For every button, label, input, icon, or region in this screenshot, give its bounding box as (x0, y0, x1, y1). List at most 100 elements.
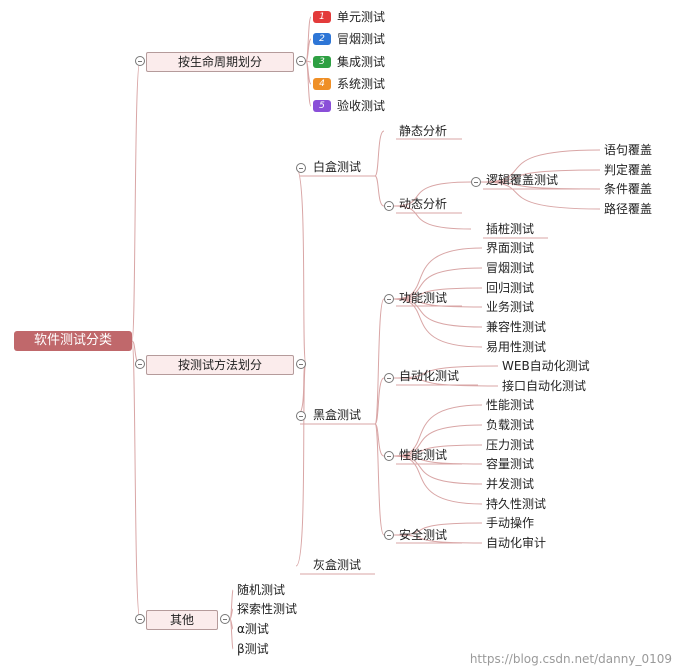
connector-line (393, 247, 483, 300)
collapse-method-children-icon[interactable] (296, 359, 306, 369)
node-method[interactable]: 按测试方法划分 (146, 355, 294, 375)
lifecycle-item-unit[interactable]: 单元测试 (337, 10, 386, 24)
root-node[interactable]: 软件测试分类 (14, 331, 132, 351)
connector-line (393, 522, 483, 536)
collapse-black-icon[interactable] (296, 411, 306, 421)
logic-item[interactable]: 路径覆盖 (604, 202, 653, 216)
automation-item[interactable]: 接口自动化测试 (502, 379, 587, 393)
logic-item[interactable]: 判定覆盖 (604, 163, 653, 177)
node-automation-test[interactable]: 自动化测试 (399, 369, 460, 383)
connector-line (374, 423, 385, 536)
other-item[interactable]: β测试 (237, 642, 269, 656)
watermark-url: https://blog.csdn.net/danny_0109 (469, 652, 672, 666)
connector-line (131, 60, 141, 342)
functional-item[interactable]: 易用性测试 (486, 340, 547, 354)
performance-item[interactable]: 负载测试 (486, 418, 535, 432)
connector-line (393, 444, 483, 457)
priority-1-icon: 1 (313, 11, 331, 23)
connector-line (393, 267, 483, 300)
connector-line (480, 149, 601, 183)
collapse-performance-icon[interactable] (384, 451, 394, 461)
connector-line (393, 205, 472, 230)
connector-line (229, 618, 234, 650)
connector-line (393, 455, 483, 465)
node-stub-test[interactable]: 插桩测试 (486, 222, 535, 236)
functional-item[interactable]: 业务测试 (486, 300, 535, 314)
node-static-analysis[interactable]: 静态分析 (399, 124, 448, 138)
functional-item[interactable]: 界面测试 (486, 241, 535, 255)
connector-line (480, 181, 601, 190)
connector-line (393, 404, 483, 457)
connector-line (393, 181, 472, 207)
node-dynamic-analysis[interactable]: 动态分析 (399, 197, 448, 211)
connector-line (374, 130, 385, 177)
collapse-other-children-icon[interactable] (220, 614, 230, 624)
node-gray-box[interactable]: 灰盒测试 (313, 558, 362, 572)
connector-line (374, 175, 385, 207)
collapse-other-icon[interactable] (135, 614, 145, 624)
priority-2-icon: 2 (313, 33, 331, 45)
node-white-box[interactable]: 白盒测试 (313, 160, 362, 174)
priority-5-icon: 5 (313, 100, 331, 112)
collapse-lifecycle-icon[interactable] (135, 56, 145, 66)
node-functional-test[interactable]: 功能测试 (399, 291, 448, 305)
lifecycle-item-integration[interactable]: 集成测试 (337, 55, 386, 69)
node-lifecycle[interactable]: 按生命周期划分 (146, 52, 294, 72)
connector-line (393, 377, 499, 387)
functional-item[interactable]: 回归测试 (486, 281, 535, 295)
connector-line (480, 169, 601, 183)
connector-line (393, 455, 483, 485)
functional-item[interactable]: 兼容性测试 (486, 320, 547, 334)
collapse-functional-icon[interactable] (384, 294, 394, 304)
connector-line (393, 287, 483, 300)
collapse-lifecycle-children-icon[interactable] (296, 56, 306, 66)
collapse-dynamic-icon[interactable] (384, 201, 394, 211)
connector-line (393, 298, 483, 308)
connector-line (393, 298, 483, 348)
lifecycle-item-acceptance[interactable]: 验收测试 (337, 99, 386, 113)
node-logic-coverage[interactable]: 逻辑覆盖测试 (486, 173, 559, 187)
connector-line (374, 298, 385, 425)
connector-line (393, 298, 483, 328)
performance-item[interactable]: 并发测试 (486, 477, 535, 491)
performance-item[interactable]: 持久性测试 (486, 497, 547, 511)
other-item[interactable]: α测试 (237, 622, 269, 636)
functional-item[interactable]: 冒烟测试 (486, 261, 535, 275)
connector-line (305, 60, 312, 107)
connector-line (393, 365, 499, 379)
node-black-box[interactable]: 黑盒测试 (313, 408, 362, 422)
node-other[interactable]: 其他 (146, 610, 218, 630)
connector-line (393, 455, 483, 505)
connector-line (295, 167, 307, 365)
other-item[interactable]: 随机测试 (237, 583, 286, 597)
node-performance-test[interactable]: 性能测试 (399, 448, 448, 462)
logic-item[interactable]: 语句覆盖 (604, 143, 653, 157)
node-security-test[interactable]: 安全测试 (399, 528, 448, 542)
logic-item[interactable]: 条件覆盖 (604, 182, 653, 196)
collapse-security-icon[interactable] (384, 530, 394, 540)
security-item[interactable]: 自动化审计 (486, 536, 547, 550)
performance-item[interactable]: 性能测试 (486, 398, 535, 412)
connector-line (295, 363, 307, 567)
connector-line (305, 38, 312, 62)
connector-line (393, 424, 483, 457)
security-item[interactable]: 手动操作 (486, 516, 535, 530)
collapse-automation-icon[interactable] (384, 373, 394, 383)
connector-line (480, 181, 601, 210)
performance-item[interactable]: 容量测试 (486, 457, 535, 471)
priority-4-icon: 4 (313, 78, 331, 90)
collapse-method-icon[interactable] (135, 359, 145, 369)
performance-item[interactable]: 压力测试 (486, 438, 535, 452)
automation-item[interactable]: WEB自动化测试 (502, 359, 590, 373)
lifecycle-item-smoke[interactable]: 冒烟测试 (337, 32, 386, 46)
other-item[interactable]: 探索性测试 (237, 602, 298, 616)
connector-line (131, 340, 141, 620)
collapse-logic-icon[interactable] (471, 177, 481, 187)
connector-line (393, 534, 483, 544)
priority-3-icon: 3 (313, 56, 331, 68)
lifecycle-item-system[interactable]: 系统测试 (337, 77, 386, 91)
connector-line (374, 377, 385, 425)
collapse-white-icon[interactable] (296, 163, 306, 173)
